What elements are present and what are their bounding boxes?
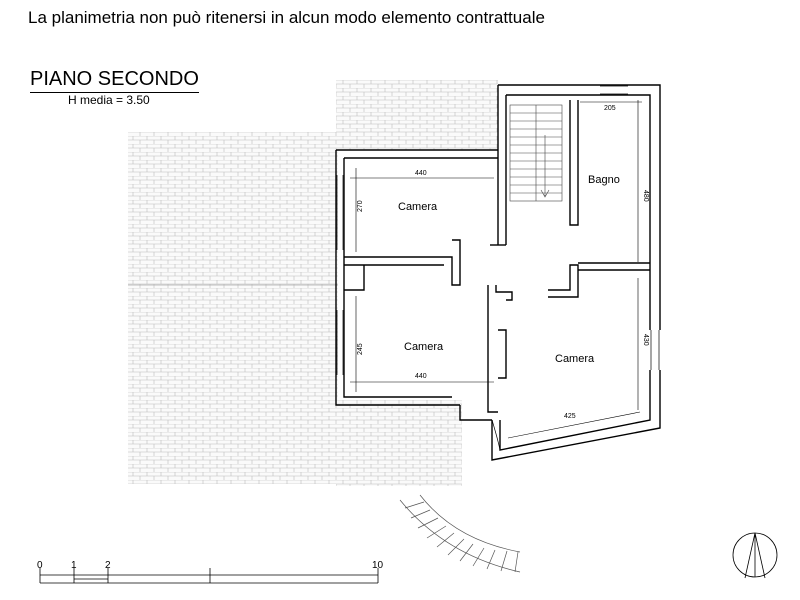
room-label-camera-bottom: Camera — [404, 341, 444, 353]
plan-title: PIANO SECONDO — [30, 68, 199, 93]
room-label-camera-right: Camera — [555, 353, 595, 365]
disclaimer-text: La planimetria non può ritenersi in alcu… — [28, 8, 545, 27]
walls — [335, 84, 661, 461]
spiral-staircase — [399, 494, 521, 573]
scale-tick-10: 10 — [372, 560, 384, 571]
scale-tick-2: 2 — [105, 560, 111, 571]
scale-bar — [39, 568, 379, 584]
room-label-camera-top: Camera — [398, 201, 438, 213]
dim-camera-right-width: 425 — [564, 413, 576, 420]
dim-camera-top-depth: 270 — [357, 200, 364, 212]
staircase — [509, 104, 563, 202]
scale-tick-0: 0 — [37, 560, 43, 571]
north-arrow-icon — [732, 532, 778, 579]
dim-camera-top-width: 440 — [415, 170, 427, 177]
openings — [336, 85, 660, 451]
dim-camera-bottom-width: 440 — [415, 373, 427, 380]
dim-camera-bottom-depth: 245 — [357, 343, 364, 355]
dim-camera-right-depth: 430 — [642, 334, 649, 346]
terrace-area — [128, 80, 498, 486]
plan-subtitle: H media = 3.50 — [68, 93, 150, 107]
room-label-bagno: Bagno — [588, 174, 620, 186]
dim-bagno-width: 205 — [604, 105, 616, 112]
dimension-lines — [350, 100, 642, 439]
scale-tick-1: 1 — [71, 560, 77, 571]
dim-bagno-depth: 480 — [642, 190, 649, 202]
